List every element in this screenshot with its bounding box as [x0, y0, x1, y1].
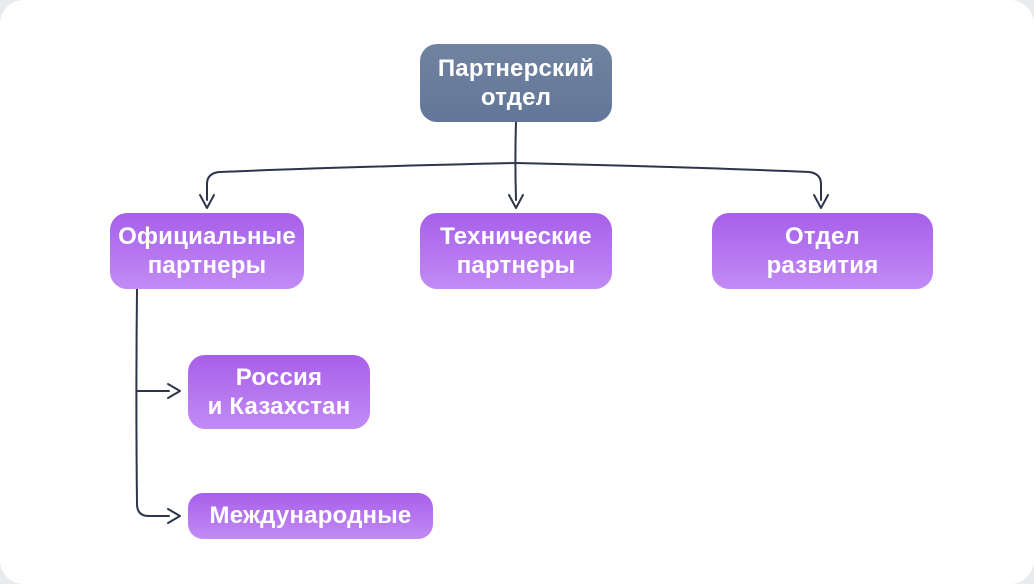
node-international-label: Международные: [209, 502, 412, 530]
edge-root-technical: [514, 121, 517, 201]
node-development-department-label: Отдел развития: [766, 222, 879, 279]
node-official-partners-label: Официальные партнеры: [118, 222, 296, 279]
edge-official-international: [135, 288, 170, 517]
node-technical-partners: Технические партнеры: [420, 213, 612, 289]
edge-root-development: [515, 162, 822, 201]
arrowhead-international: [167, 508, 181, 524]
node-technical-partners-label: Технические партнеры: [440, 222, 592, 279]
node-partner-department-label: Партнерский отдел: [437, 54, 595, 111]
edge-root-official: [206, 162, 517, 201]
arrowhead-official: [199, 194, 215, 209]
node-international: Международные: [188, 493, 433, 539]
node-partner-department: Партнерский отдел: [420, 44, 612, 122]
arrowhead-development: [813, 194, 829, 209]
node-development-department: Отдел развития: [712, 213, 933, 289]
node-russia-kazakhstan: Россия и Казахстан: [188, 355, 370, 429]
node-russia-kazakhstan-label: Россия и Казахстан: [207, 363, 351, 420]
arrowhead-technical: [508, 194, 524, 209]
arrowhead-russia: [167, 383, 181, 399]
node-official-partners: Официальные партнеры: [110, 213, 304, 289]
